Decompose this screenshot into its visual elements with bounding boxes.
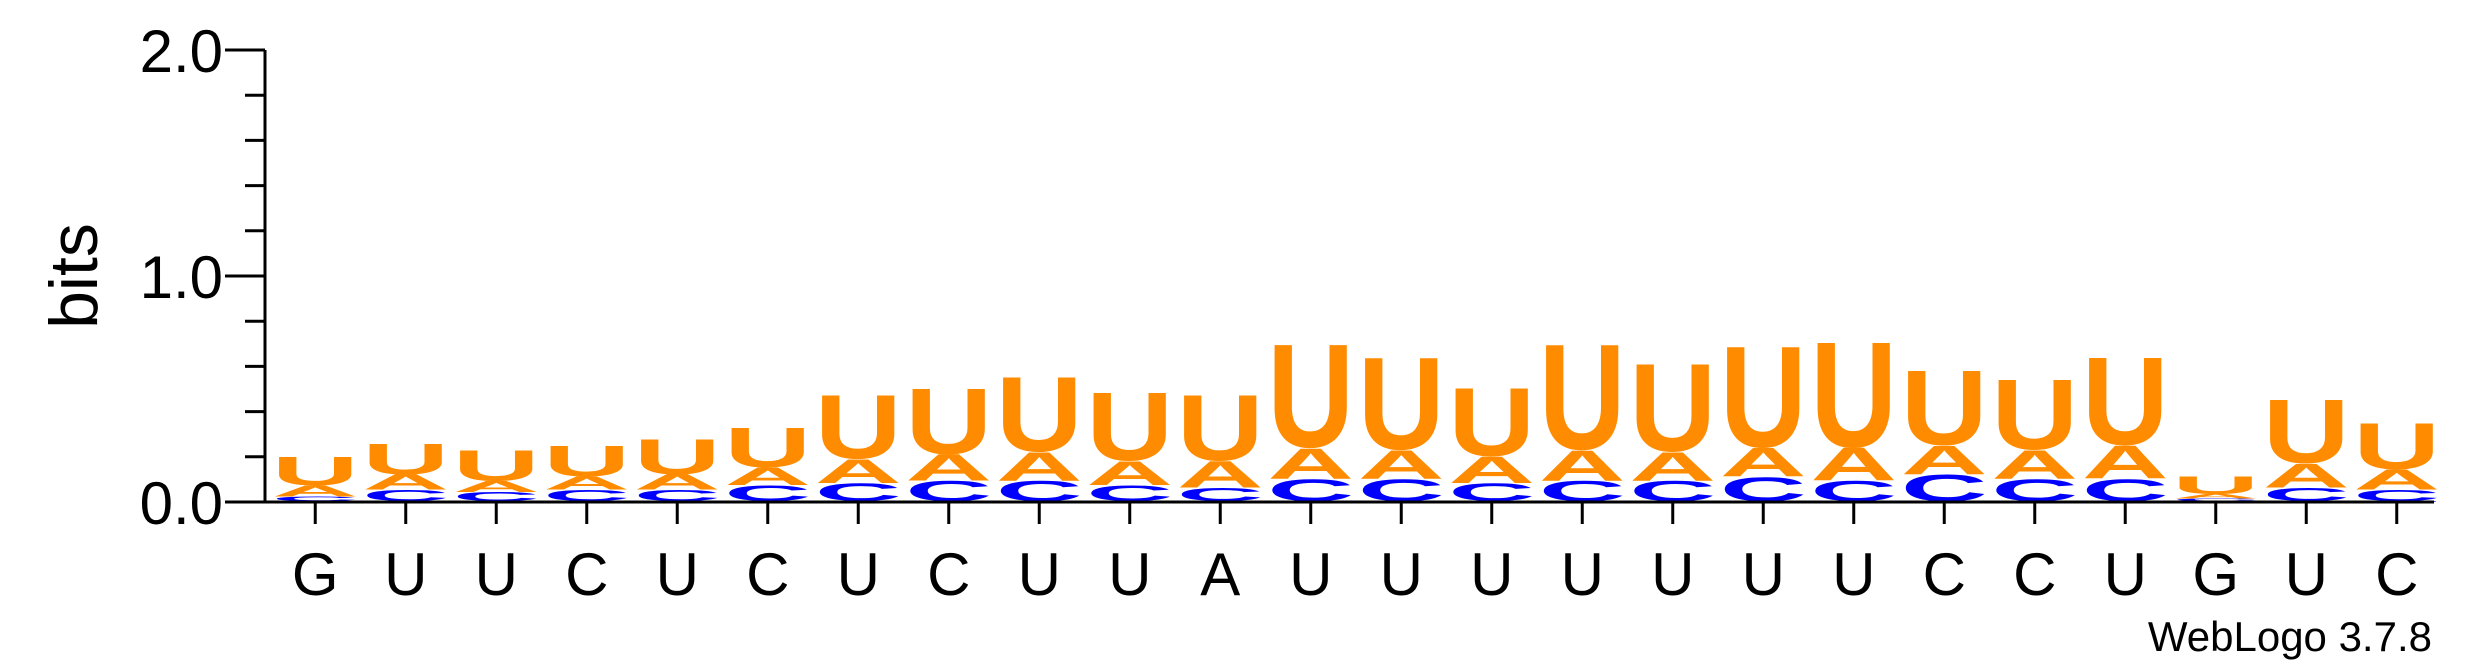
logo-letter-U: U (724, 416, 811, 479)
logo-letter-U: U (362, 434, 449, 483)
logo-letter-U: U (2082, 332, 2169, 472)
logo-letter-U: U (543, 437, 630, 486)
logo-letter-A: A (1901, 437, 1988, 482)
x-tick-label: U (837, 541, 880, 608)
x-tick-label: U (1018, 541, 1061, 608)
logo-letter-U: U (1810, 311, 1897, 479)
logo-letter-C: C (2172, 498, 2259, 502)
logo-letter-U: U (2353, 409, 2440, 483)
x-tick-label: G (292, 541, 339, 608)
logo-letter-U: U (634, 428, 721, 484)
logo-letter-A: A (1177, 453, 1264, 495)
logo-letter-U: U (1448, 368, 1535, 477)
logo-letter-U: U (1629, 339, 1716, 479)
logo-letter-A: A (1991, 442, 2078, 487)
y-tick-label: 2.0 (140, 18, 223, 85)
weblogo-credit: WebLogo 3.7.8 (2148, 613, 2432, 660)
x-tick-label: U (475, 541, 518, 608)
x-tick-label: G (2192, 541, 2239, 608)
logo-letter-A: A (272, 482, 359, 500)
logo-letter-A: A (453, 478, 540, 496)
y-tick-label: 1.0 (140, 244, 223, 311)
logo-letter-A: A (905, 446, 992, 488)
x-tick-label: U (1380, 541, 1423, 608)
logo-letter-C: C (453, 490, 540, 504)
logo-letter-U: U (1086, 373, 1173, 482)
logo-letter-U: U (1720, 317, 1807, 478)
x-tick-label: U (1561, 541, 1604, 608)
logo-letter-A: A (543, 473, 630, 494)
x-tick-label: U (1108, 541, 1151, 608)
x-tick-label: U (2285, 541, 2328, 608)
x-tick-label: C (2375, 541, 2418, 608)
logo-letter-C: C (634, 487, 721, 505)
logo-letter-A: A (634, 470, 721, 494)
logo-letter-A: A (724, 462, 811, 490)
logo-letter-A: A (2082, 436, 2169, 489)
logo-letter-U: U (905, 368, 992, 474)
logo-letter-C: C (2263, 484, 2350, 505)
logo-letter-U: U (1991, 359, 2078, 471)
x-tick-label: A (1200, 541, 1240, 608)
logo-letter-A: A (362, 470, 449, 494)
logo-letter-A: A (2353, 464, 2440, 495)
x-tick-label: U (1289, 541, 1332, 608)
x-tick-label: C (1923, 541, 1966, 608)
logo-letter-C: C (1177, 484, 1264, 505)
logo-stacks: GCAUGCAUGCAUGCAUGCAUGCAUGCAUGCAUGCAUGCAU… (269, 311, 2444, 509)
y-tick-label: 0.0 (140, 470, 223, 537)
logo-letter-U: U (1177, 375, 1264, 481)
logo-letter-A: A (1086, 454, 1173, 493)
logo-letter-U: U (815, 376, 902, 478)
logo-letter-A: A (2263, 456, 2350, 495)
logo-letter-U: U (1358, 330, 1445, 477)
logo-letter-U: U (272, 449, 359, 494)
x-tick-label: U (384, 541, 427, 608)
logo-letter-U: U (2172, 472, 2259, 500)
logo-letter-A: A (1358, 442, 1445, 487)
logo-letter-A: A (815, 452, 902, 491)
logo-letter-C: C (2353, 487, 2440, 505)
logo-letter-U: U (2263, 380, 2350, 482)
x-tick-label: C (565, 541, 608, 608)
x-tick-label: C (746, 541, 789, 608)
logo-letter-U: U (996, 355, 1083, 474)
logo-letter-U: U (1539, 313, 1626, 481)
x-tick-label: U (1470, 541, 1513, 608)
x-tick-label: U (1742, 541, 1785, 608)
y-ticks: 0.0 1.0 2.0 (140, 18, 265, 537)
logo-letter-A: A (996, 444, 1083, 489)
x-tick-label: U (656, 541, 699, 608)
logo-letter-C: C (362, 487, 449, 505)
y-axis-label: bits (36, 223, 112, 329)
logo-letter-U: U (453, 441, 540, 490)
logo-letter-A: A (1539, 441, 1626, 490)
x-tick-label: U (2104, 541, 2147, 608)
logo-letter-A: A (1720, 440, 1807, 485)
x-tick-label: U (1832, 541, 1875, 608)
x-tick-label: U (1651, 541, 1694, 608)
logo-letter-C: C (543, 487, 630, 505)
logo-letter-C: C (272, 495, 359, 502)
logo-letter-A: A (1810, 438, 1897, 491)
logo-letter-U: U (1267, 313, 1354, 479)
logo-letter-A: A (1629, 444, 1716, 489)
logo-letter-U: U (1901, 349, 1988, 468)
logo-letter-A: A (2172, 493, 2259, 500)
logo-letter-A: A (1448, 449, 1535, 491)
logo-letter-A: A (1267, 439, 1354, 488)
x-tick-label: C (927, 541, 970, 608)
x-tick-label: C (2013, 541, 2056, 608)
